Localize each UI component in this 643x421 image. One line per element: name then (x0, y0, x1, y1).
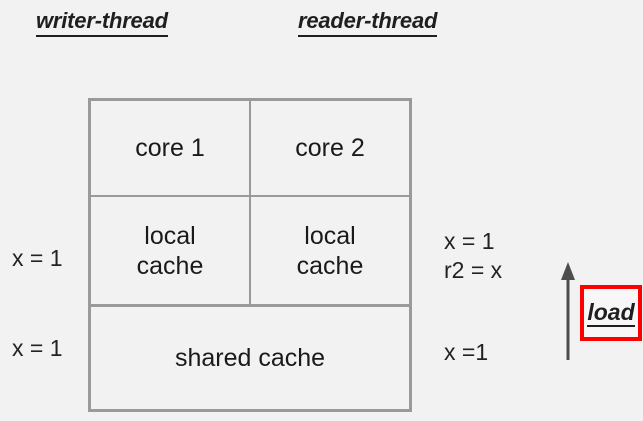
writer-shared-cache-annotation: x = 1 (12, 335, 63, 361)
local-cache-1-label: local cache (136, 221, 204, 280)
load-operation-label: load (587, 299, 635, 327)
local-cache-row: local cache local cache (91, 197, 409, 307)
local-cache-2-cell: local cache (251, 197, 409, 304)
core-1-cell: core 1 (91, 101, 251, 195)
writer-local-cache-annotation: x = 1 (12, 245, 63, 271)
reader-shared-cache-annotation: x =1 (444, 339, 489, 365)
core-1-label: core 1 (135, 134, 205, 162)
shared-cache-row: shared cache (91, 307, 409, 409)
shared-cache-cell: shared cache (91, 307, 409, 409)
local-cache-1-cell: local cache (91, 197, 251, 304)
writer-thread-heading: writer-thread (36, 8, 168, 37)
load-operation-highlight-box: load (580, 285, 642, 341)
core-row: core 1 core 2 (91, 101, 409, 197)
shared-cache-label: shared cache (174, 344, 326, 372)
load-arrow-up-icon (561, 262, 575, 360)
reader-thread-heading: reader-thread (298, 8, 437, 37)
core-2-label: core 2 (295, 134, 365, 162)
reader-local-cache-annotation: x = 1 (444, 228, 495, 254)
local-cache-2-label: local cache (296, 221, 364, 280)
reader-register-annotation: r2 = x (444, 257, 503, 283)
core-2-cell: core 2 (251, 101, 409, 195)
cache-hierarchy-diagram: core 1 core 2 local cache local cache sh… (88, 98, 412, 412)
